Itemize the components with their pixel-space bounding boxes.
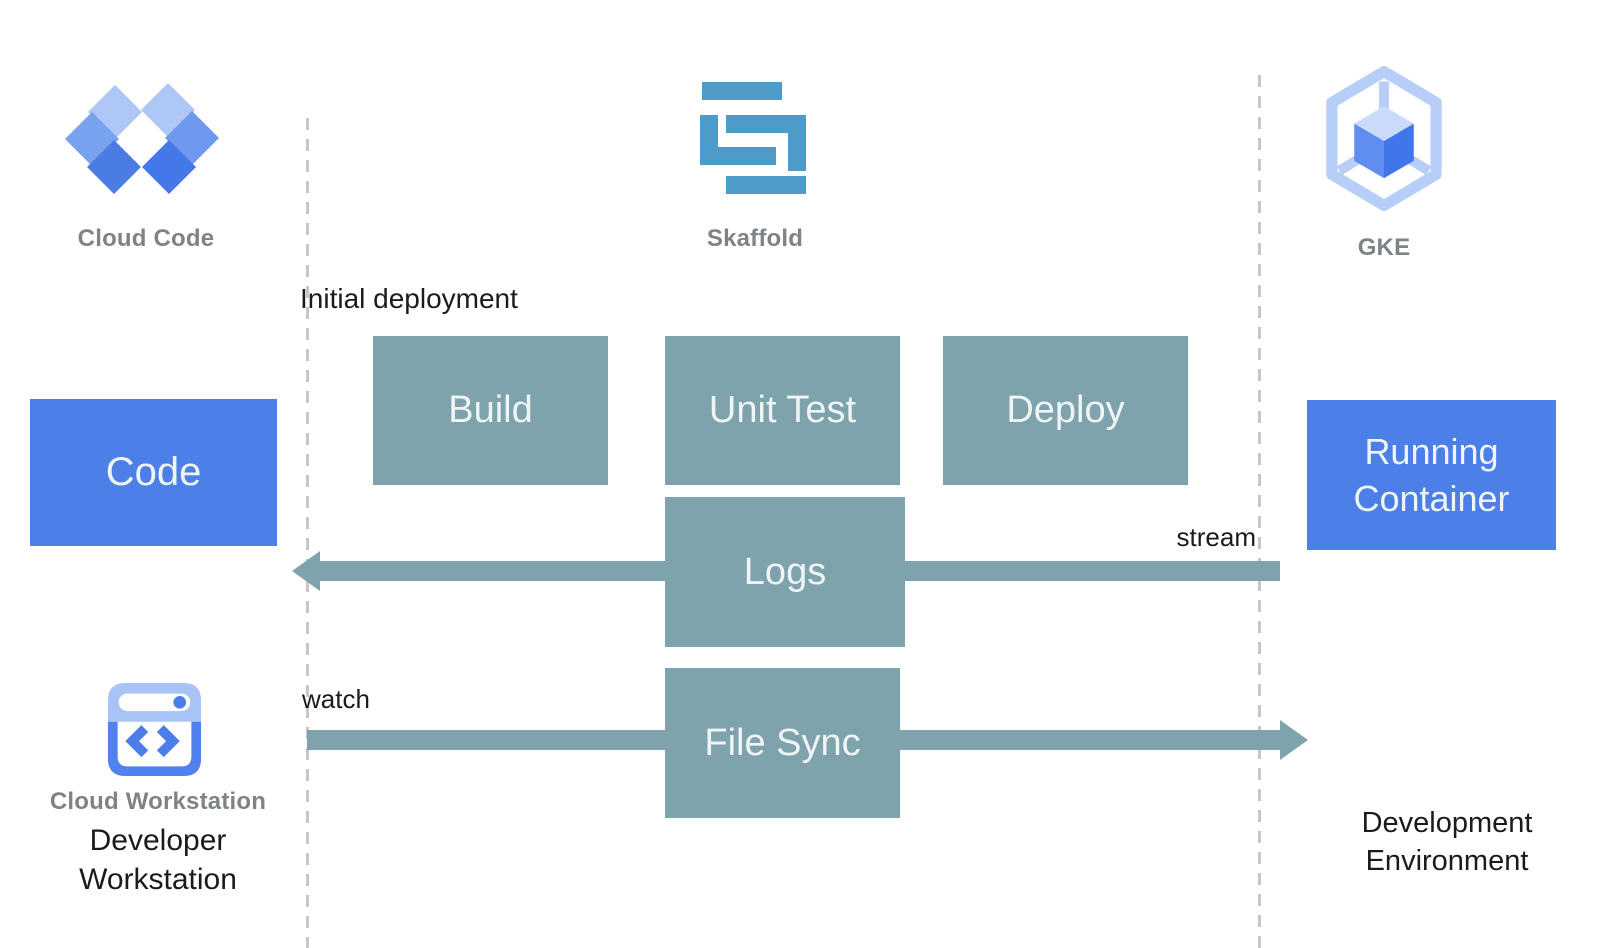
build-box: Build [373, 336, 608, 485]
skaffold-label: Skaffold [706, 225, 804, 252]
running-container-box: Running Container [1307, 400, 1556, 550]
file-sync-arrow-head [1280, 720, 1308, 760]
unit-test-box-label: Unit Test [708, 389, 857, 431]
code-box: Code [30, 399, 277, 546]
cloud-code-icon [65, 84, 219, 194]
gke-label: GKE [1357, 234, 1411, 261]
unit-test-box: Unit Test [665, 336, 900, 485]
logs-box: Logs [665, 497, 905, 647]
development-environment-label: Development Environment [1361, 807, 1533, 877]
cloud-code-label: Cloud Code [77, 225, 215, 252]
code-box-label: Code [105, 450, 202, 494]
cloud-workstation-icon [107, 682, 202, 777]
separator-skaffold-environment [1258, 75, 1261, 948]
file-sync-box-label: File Sync [704, 721, 861, 764]
running-container-box-label: Running Container [1353, 431, 1510, 519]
developer-workstation-label: Developer Workstation [79, 824, 237, 896]
separator-workstation-skaffold [306, 118, 309, 948]
deploy-box-label: Deploy [1006, 389, 1125, 431]
deploy-box: Deploy [943, 336, 1188, 485]
watch-label: watch [302, 684, 370, 714]
cloud-workstation-label: Cloud Workstation [49, 788, 267, 815]
stream-label: stream [1176, 522, 1256, 552]
initial-deployment-label: Initial deployment [300, 283, 518, 314]
gke-icon [1326, 66, 1442, 211]
file-sync-box: File Sync [665, 668, 900, 818]
logs-box-label: Logs [743, 550, 827, 593]
logs-stream-arrow-head [292, 551, 320, 591]
build-box-label: Build [448, 389, 533, 431]
skaffold-icon [700, 82, 806, 194]
